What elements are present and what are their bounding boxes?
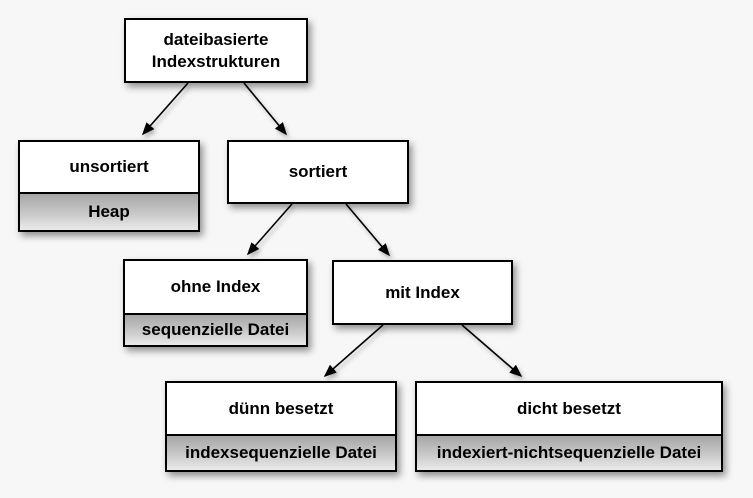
node-sublabel: indexsequenzielle Datei — [167, 434, 395, 470]
node-mit-index: mit Index — [332, 260, 513, 325]
edge-mit-dicht — [461, 324, 523, 378]
node-sublabel: indexiert-nichtsequenzielle Datei — [417, 434, 721, 470]
node-ohne-index: ohne Index sequenzielle Datei — [123, 259, 308, 347]
node-label: sortiert — [288, 162, 348, 182]
edge-root-unsortiert — [141, 82, 189, 136]
node-label: unsortiert — [69, 157, 149, 177]
node-duenn-besetzt: dünn besetzt indexsequenzielle Datei — [165, 381, 397, 472]
node-sublabel: Heap — [20, 192, 198, 230]
node-label: dünn besetzt — [228, 398, 334, 418]
node-sublabel: sequenzielle Datei — [125, 313, 306, 345]
edge-sortiert-mit — [345, 203, 391, 257]
edge-sortiert-ohne — [246, 203, 293, 256]
edge-root-sortiert — [243, 82, 288, 136]
node-label: dateibasierte Indexstrukturen — [151, 29, 281, 71]
node-label: dicht besetzt — [517, 398, 621, 418]
node-label: mit Index — [385, 282, 460, 302]
node-dateibasierte-indexstrukturen: dateibasierte Indexstrukturen — [124, 18, 308, 83]
edge-mit-duenn — [323, 324, 384, 378]
node-unsortiert: unsortiert Heap — [18, 140, 200, 232]
node-label: ohne Index — [170, 277, 261, 297]
node-sortiert: sortiert — [227, 140, 409, 204]
node-dicht-besetzt: dicht besetzt indexiert-nichtsequenziell… — [415, 381, 723, 472]
